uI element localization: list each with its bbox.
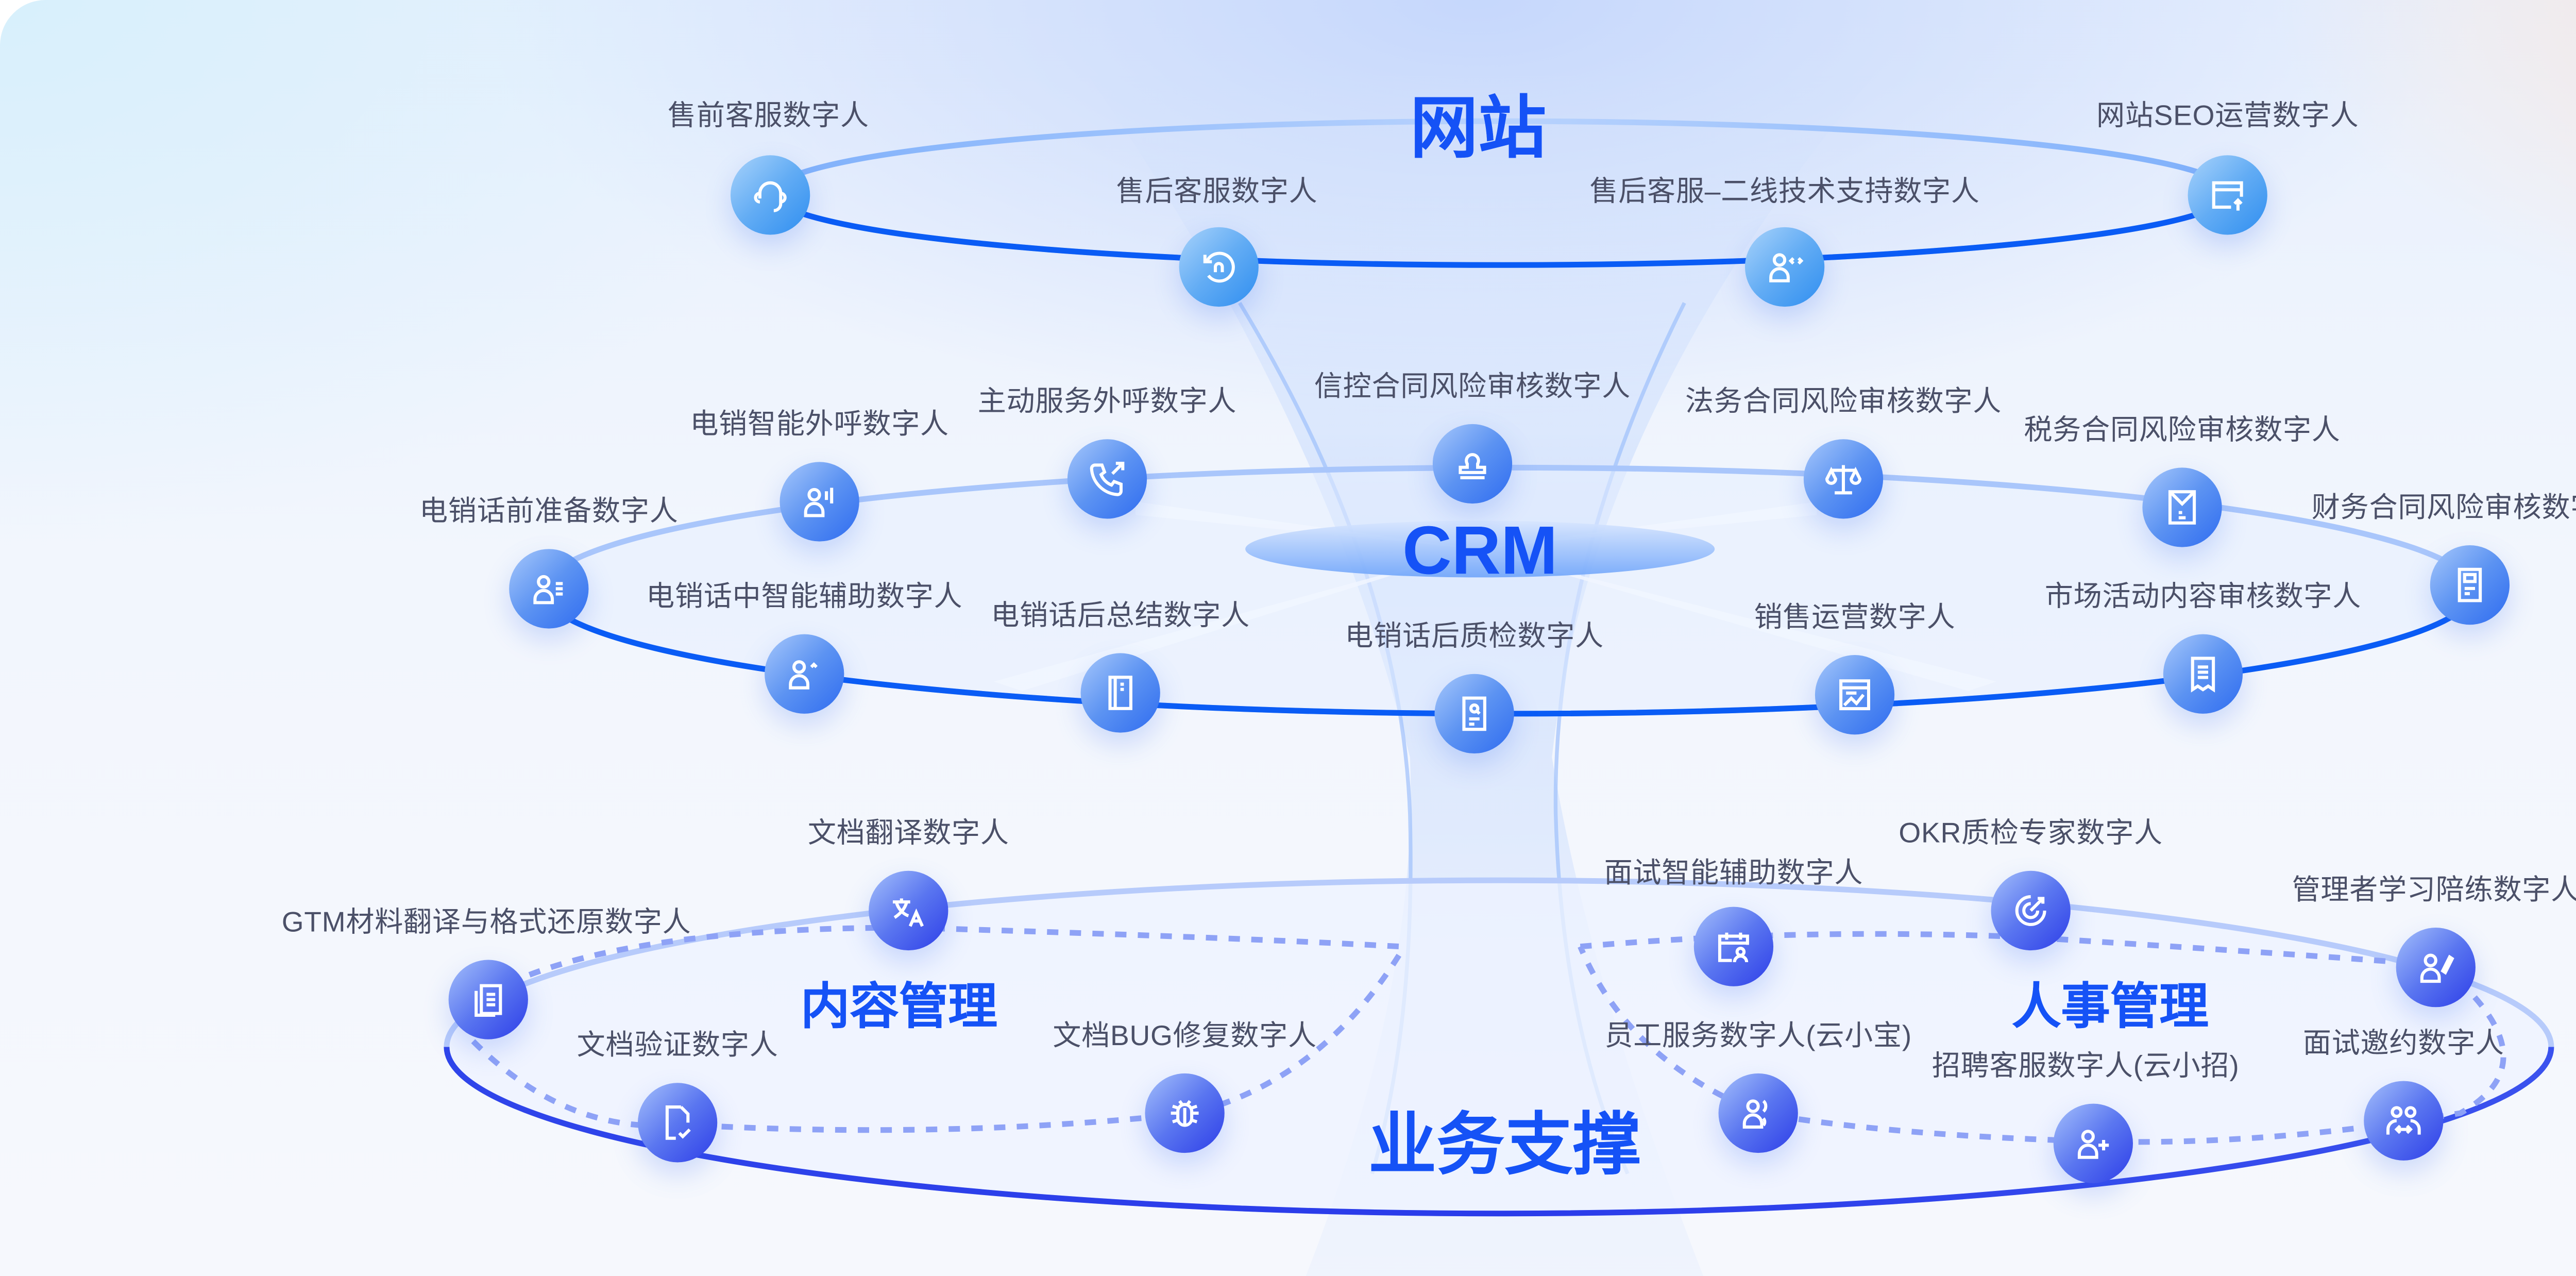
document-check-icon [665,1105,691,1140]
node-legal-contract-review[interactable] [1803,439,1884,519]
node-smart-outbound[interactable] [779,462,859,542]
user-headset-icon [1742,1099,1768,1129]
tier-title-website: 网站 [1410,74,1547,172]
document-form-icon [2458,567,2482,602]
node-label: 销售运营数字人 [1754,602,1956,634]
phone-outgoing-icon [1090,462,1125,496]
user-assist-icon [789,660,818,690]
node-aftersales-service[interactable] [1179,227,1259,307]
node-label: 管理者学习陪练数字人 [2292,875,2576,907]
node-doc-bug-fix[interactable] [1145,1073,1225,1153]
node-label: 售后客服数字人 [1116,176,1318,209]
node-doc-translation[interactable] [869,870,948,951]
group-title-content: 内容管理 [801,968,997,1038]
node-interview-invitation[interactable] [2364,1081,2444,1161]
node-sales-ops[interactable] [1815,655,1895,735]
tier-title-crm: CRM [1402,511,1557,591]
node-presales-service[interactable] [730,155,810,235]
user-edit-icon [2420,953,2454,983]
node-label: 市场活动内容审核数字人 [2044,581,2362,614]
crm-disc [1245,521,1715,578]
receipt-icon [2191,657,2215,693]
node-recruiting-service[interactable] [2053,1103,2133,1183]
node-tax-contract-review[interactable] [2142,467,2222,547]
group-title-hr: 人事管理 [2012,968,2209,1038]
node-website-seo[interactable] [2188,155,2267,235]
user-voice-icon [804,488,834,517]
node-label: 税务合同风险审核数字人 [2024,414,2341,447]
headset-refresh-icon [1203,251,1235,283]
scale-icon [1825,465,1862,495]
node-label: 售后客服–二线技术支持数字人 [1589,176,1980,209]
node-label: 员工服务数字人(云小宝) [1604,1020,1912,1053]
users-exchange-icon [2386,1106,2421,1135]
node-label: 电销话中智能辅助数字人 [646,581,963,614]
node-label: 文档BUG修复数字人 [1053,1020,1317,1053]
node-label: 售前客服数字人 [667,100,869,133]
node-label: 网站SEO运营数字人 [2096,100,2359,133]
website-ring-front [769,193,2232,268]
node-employee-service[interactable] [1718,1073,1798,1153]
node-credit-contract-review[interactable] [1432,424,1513,504]
calendar-user-icon [1718,932,1749,963]
node-label: 财务合同风险审核数字人 [2311,492,2576,525]
node-in-call-assist[interactable] [765,634,844,714]
node-finance-contract-review[interactable] [2430,545,2510,625]
node-label: 面试邀约数字人 [2302,1028,2504,1061]
chart-board-icon [1839,679,1870,711]
node-label: GTM材料翻译与格式还原数字人 [281,906,691,939]
headset-icon [754,181,787,212]
node-label: 电销话前准备数字人 [419,496,679,528]
user-code-icon [1769,253,1804,282]
node-interview-assist[interactable] [1693,906,1774,986]
node-label: 文档验证数字人 [577,1030,778,1062]
browser-upload-icon [2212,181,2243,211]
user-list-icon [533,575,563,605]
node-second-line-support[interactable] [1744,227,1825,307]
node-post-call-summary[interactable] [1080,653,1160,733]
node-label: 面试智能辅助数字人 [1604,858,1863,890]
node-gtm-translation[interactable] [448,960,528,1039]
node-label: 主动服务外呼数字人 [977,386,1237,418]
node-label: 电销话后质检数字人 [1345,620,1604,653]
node-label: 电销话后总结数字人 [991,600,1250,632]
document-search-icon [1462,696,1486,731]
notebook-icon [1108,676,1132,710]
node-precall-prep[interactable] [509,549,589,629]
node-label: 招聘客服数字人(云小招) [1931,1050,2240,1083]
user-add-icon [2077,1130,2109,1159]
node-post-call-qa[interactable] [1434,674,1514,754]
bug-icon [1171,1100,1199,1127]
node-label: 法务合同风险审核数字人 [1685,386,2002,418]
node-label: OKR质检专家数字人 [1899,817,2163,850]
node-marketing-content-review[interactable] [2163,634,2243,714]
envelope-doc-icon [2168,490,2196,525]
node-proactive-outbound[interactable] [1067,439,1147,519]
crm-ring-fill [543,467,2474,714]
documents-copy-icon [474,984,502,1017]
translate-icon [892,898,924,927]
tier-title-business-support: 业务支撑 [1368,1090,1641,1189]
target-icon [2015,895,2046,926]
node-label: 电销智能外呼数字人 [690,409,949,441]
stamp-icon [1459,453,1486,479]
node-label: 文档翻译数字人 [807,817,1009,850]
node-doc-verification[interactable] [637,1083,718,1163]
node-label: 信控合同风险审核数字人 [1314,371,1631,404]
content-dashed-loop [471,925,1407,1133]
node-okr-qa-expert[interactable] [1991,870,2071,951]
node-manager-coaching[interactable] [2396,928,2476,1008]
